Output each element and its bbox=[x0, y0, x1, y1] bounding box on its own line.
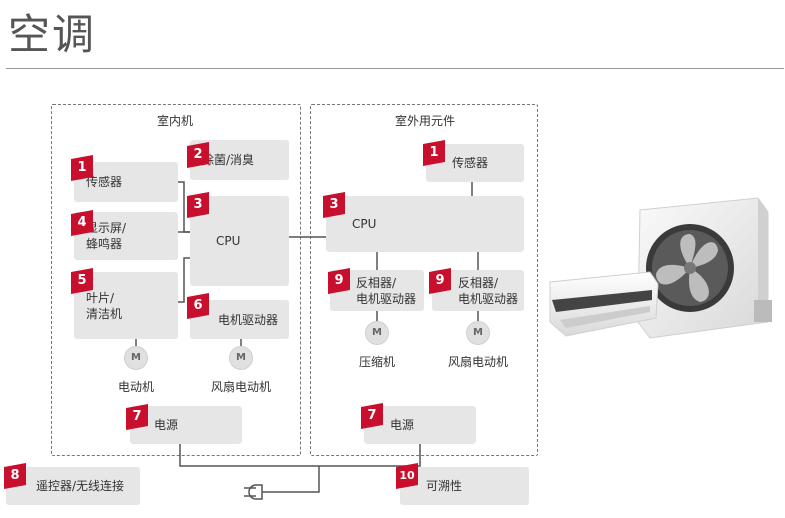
badge-3: 3 bbox=[323, 192, 347, 218]
indoor-unit-image bbox=[549, 271, 659, 337]
page-title: 空调 bbox=[8, 10, 97, 59]
badge-5: 5 bbox=[71, 268, 95, 294]
indoor-unit-label: 室内机 bbox=[156, 114, 193, 128]
fan-motor-label: 风扇电动机 bbox=[210, 380, 271, 394]
title-divider bbox=[6, 68, 784, 69]
badge-6: 6 bbox=[187, 293, 211, 319]
badge-1: 1 bbox=[71, 155, 95, 181]
badge-4: 4 bbox=[71, 210, 95, 236]
badge-7: 7 bbox=[126, 404, 150, 430]
motor-symbol: M bbox=[365, 321, 389, 345]
traceability-box: 可溯性 bbox=[400, 467, 529, 505]
outdoor-unit-group bbox=[310, 104, 538, 456]
power-plug-icon bbox=[244, 484, 263, 500]
badge-3: 3 bbox=[187, 192, 211, 218]
outdoor-unit-image bbox=[637, 197, 772, 339]
outdoor-cpu-box: CPU bbox=[326, 196, 524, 252]
motor-symbol: M bbox=[229, 346, 253, 370]
indoor-unit-group bbox=[51, 104, 301, 456]
remote-wireless-box: 遥控器/无线连接 bbox=[6, 467, 140, 505]
badge-10: 10 bbox=[396, 463, 420, 489]
badge-9: 9 bbox=[328, 268, 352, 294]
outdoor-unit-label: 室外用元件 bbox=[394, 114, 455, 128]
motor-label: 电动机 bbox=[117, 380, 154, 394]
badge-8: 8 bbox=[4, 463, 28, 489]
motor-symbol: M bbox=[466, 321, 490, 345]
fan-motor-label: 风扇电动机 bbox=[447, 355, 508, 369]
indoor-power-box: 电源 bbox=[130, 406, 242, 444]
badge-2: 2 bbox=[187, 142, 211, 168]
compressor-label: 压缩机 bbox=[358, 355, 395, 369]
badge-1: 1 bbox=[423, 140, 447, 166]
badge-7: 7 bbox=[361, 403, 385, 429]
badge-9: 9 bbox=[429, 268, 453, 294]
motor-symbol: M bbox=[124, 346, 148, 370]
